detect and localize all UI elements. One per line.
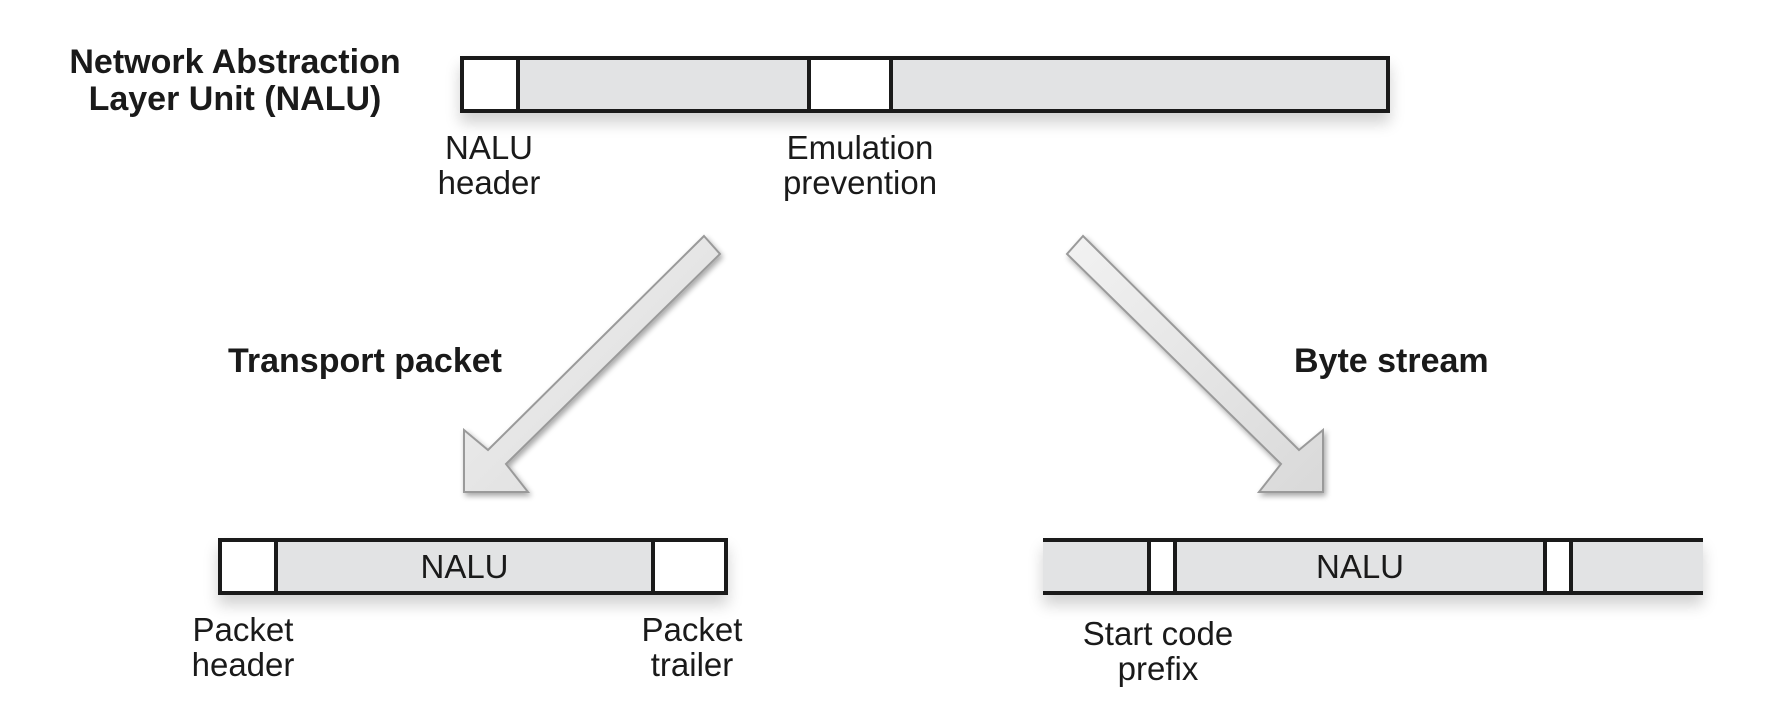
start-code-divider-left: [1147, 542, 1151, 591]
packet-trailer-label: Packet trailer: [617, 612, 767, 682]
packet-trailer-segment: [655, 542, 724, 591]
start-code-label-line1: Start code: [1082, 615, 1234, 652]
bytestream-nalu-label: NALU: [1315, 547, 1405, 585]
start-code-prefix-segment: [1151, 542, 1173, 591]
emulation-prevention-label: Emulation prevention: [760, 130, 960, 200]
nalu-header-label-line1: NALU: [444, 129, 534, 166]
arrow-to-bytestream: [1065, 234, 1324, 493]
emulation-label-line2: prevention: [782, 164, 938, 201]
emulation-label-line1: Emulation: [786, 129, 934, 166]
nalu-header-divider: [516, 60, 520, 109]
nalu-title-line1: Network Abstraction: [69, 43, 401, 81]
packet-header-label-line2: header: [191, 646, 295, 683]
transport-nalu-label: NALU: [420, 547, 509, 585]
start-code-divider-right: [1173, 542, 1177, 591]
byte-stream-title: Byte stream: [1294, 342, 1489, 380]
arrow-to-transport: [463, 234, 722, 493]
packet-trailer-label-line2: trailer: [650, 646, 734, 683]
packet-trailer-divider: [651, 542, 655, 591]
nalu-header-label: NALU header: [414, 130, 564, 200]
transport-packet-bar: NALU: [218, 538, 728, 595]
nalu-title-line2: Layer Unit (NALU): [88, 80, 382, 118]
nalu-header-segment: [464, 60, 516, 109]
nalu-header-label-line2: header: [437, 164, 541, 201]
emulation-prevention-segment: [811, 60, 889, 109]
packet-header-label: Packet header: [168, 612, 318, 682]
next-start-code-divider-left: [1543, 542, 1547, 591]
packet-header-divider: [274, 542, 278, 591]
next-start-code-divider-right: [1569, 542, 1573, 591]
transport-packet-title: Transport packet: [228, 342, 502, 380]
start-code-prefix-label: Start code prefix: [1058, 616, 1258, 686]
next-start-code-segment: [1547, 542, 1569, 591]
packet-header-segment: [222, 542, 274, 591]
emulation-divider-left: [807, 60, 811, 109]
byte-stream-bar: NALU: [1043, 538, 1703, 595]
packet-header-label-line1: Packet: [192, 611, 294, 648]
start-code-label-line2: prefix: [1117, 650, 1199, 687]
packet-trailer-label-line1: Packet: [641, 611, 743, 648]
nalu-bar: [460, 56, 1390, 113]
nalu-title: Network Abstraction Layer Unit (NALU): [50, 44, 420, 118]
emulation-divider-right: [889, 60, 893, 109]
